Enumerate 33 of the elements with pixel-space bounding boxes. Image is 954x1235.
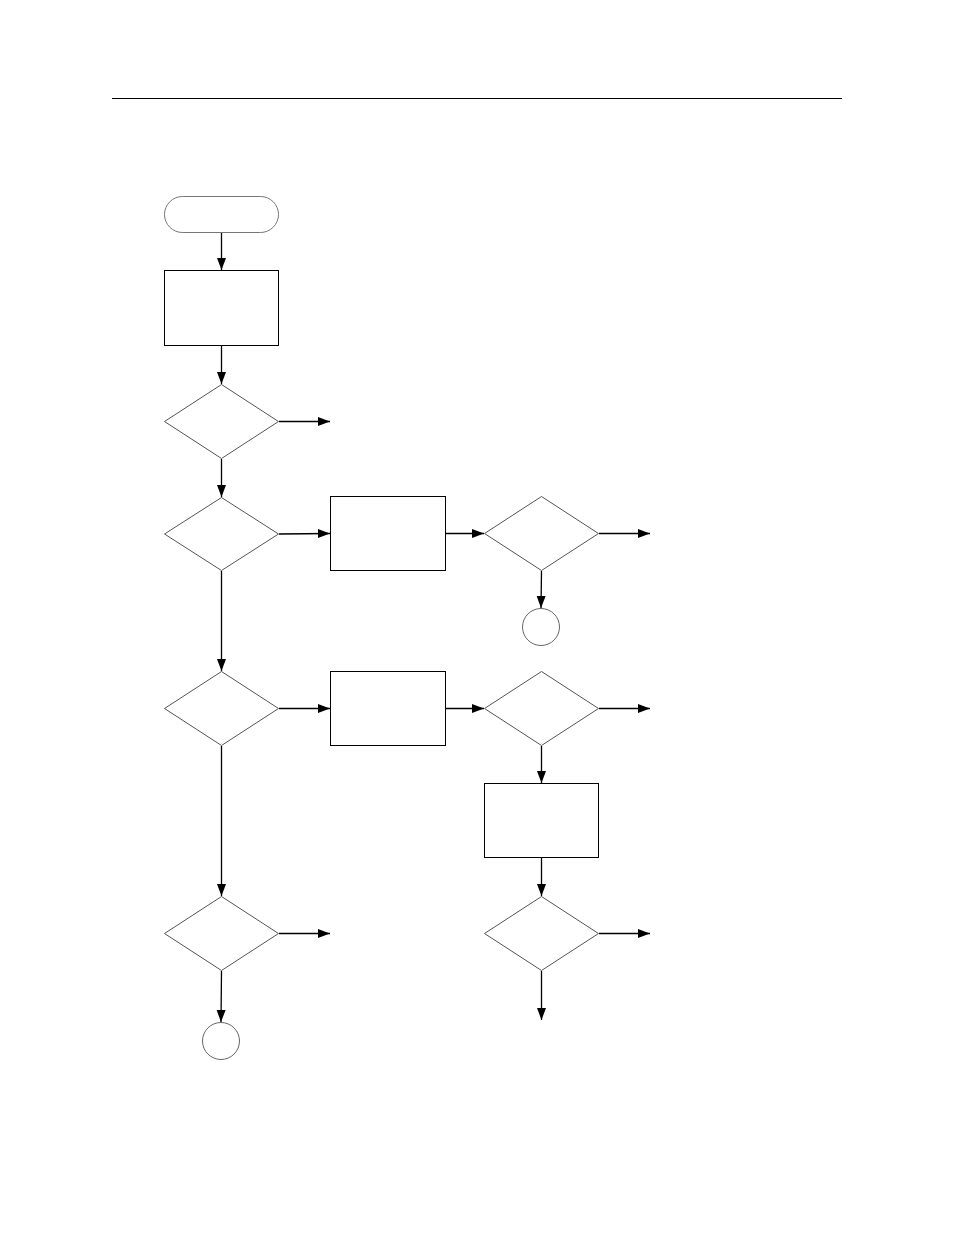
flow-arrow bbox=[278, 704, 331, 713]
terminator bbox=[164, 196, 279, 233]
process-box bbox=[330, 496, 446, 571]
flow-arrow bbox=[536, 570, 546, 609]
process-box bbox=[484, 783, 599, 858]
decision-diamond bbox=[484, 896, 599, 971]
decision-diamond bbox=[164, 384, 279, 459]
flow-arrow bbox=[537, 970, 546, 1021]
decision-diamond bbox=[484, 671, 599, 746]
flow-arrow bbox=[445, 704, 485, 713]
connector-circle bbox=[202, 1022, 240, 1060]
decision-diamond bbox=[164, 497, 279, 571]
connector-circle bbox=[522, 608, 560, 646]
flow-arrow bbox=[217, 232, 226, 271]
decision-diamond bbox=[164, 671, 279, 746]
flow-arrow bbox=[278, 529, 331, 539]
process-box bbox=[330, 671, 446, 746]
flow-arrow bbox=[598, 929, 651, 938]
flow-arrow bbox=[598, 704, 651, 713]
flow-arrow bbox=[537, 745, 546, 784]
flow-arrow bbox=[537, 857, 546, 897]
flow-arrow bbox=[598, 529, 651, 538]
flow-arrow bbox=[217, 570, 226, 672]
flow-arrow bbox=[278, 929, 331, 938]
flow-arrow bbox=[217, 345, 226, 385]
flow-arrow bbox=[216, 970, 226, 1023]
process-box bbox=[164, 270, 279, 346]
flow-arrow bbox=[445, 529, 485, 538]
flow-arrow bbox=[217, 458, 226, 498]
flow-arrow bbox=[217, 745, 226, 897]
decision-diamond bbox=[164, 896, 279, 971]
flow-arrow bbox=[278, 417, 331, 426]
decision-diamond bbox=[484, 496, 599, 571]
